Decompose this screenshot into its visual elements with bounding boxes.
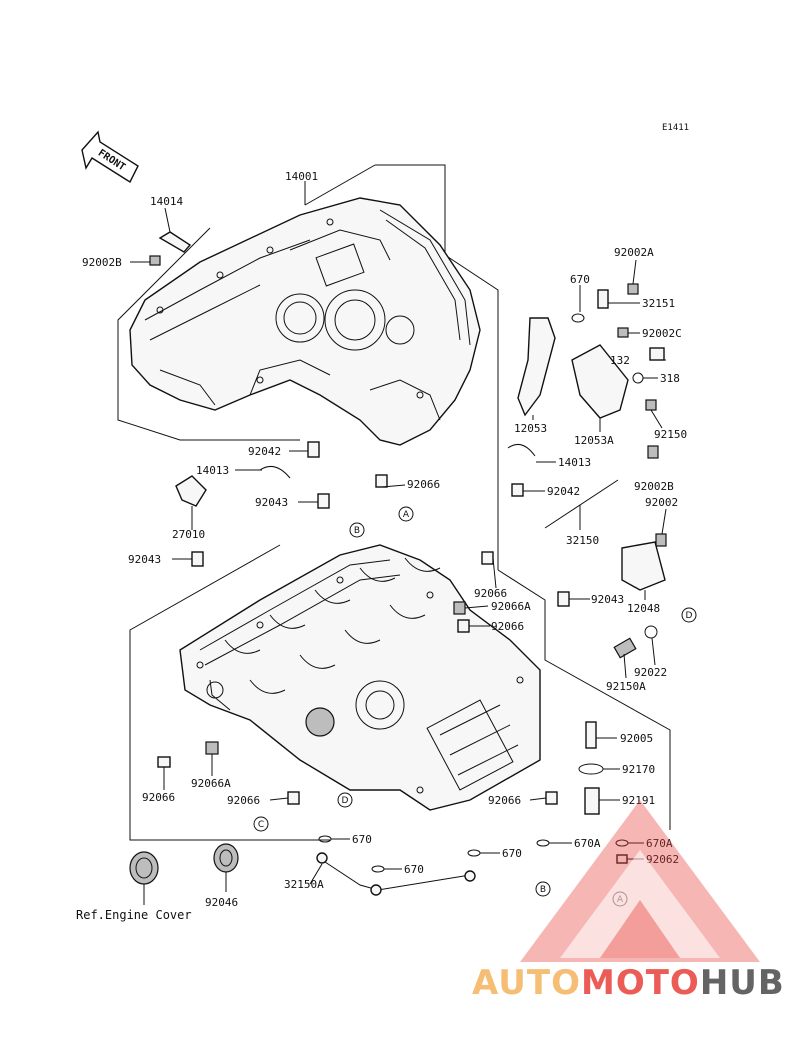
callout-a-upper: A (398, 506, 414, 522)
label-92150: 92150 (654, 428, 687, 441)
callout-d-right: D (681, 607, 697, 623)
diagram-code: E1411 (662, 123, 689, 133)
callout-c-left: C (253, 816, 269, 832)
label-92066-e: 92066 (227, 794, 260, 807)
lower-crankcase-frame (129, 544, 671, 841)
label-92005: 92005 (620, 732, 653, 745)
label-92002a: 92002A (614, 246, 654, 259)
front-arrow-icon: FRONT (81, 130, 139, 184)
label-92043-b: 92043 (128, 553, 161, 566)
label-92002c: 92002C (642, 327, 682, 340)
label-14001: 14001 (285, 170, 318, 183)
small-parts (129, 231, 667, 896)
label-32150a: 32150A (284, 878, 324, 891)
label-92066-a: 92066 (407, 478, 440, 491)
svg-text:AUTOMOTOHUB: AUTOMOTOHUB (472, 963, 785, 1003)
part-labels: 14001 14014 92002B 670 92002A 32151 9200… (76, 170, 687, 922)
label-14013-a: 14013 (196, 464, 229, 477)
svg-text:B: B (540, 885, 546, 895)
label-92062: 92062 (646, 853, 679, 866)
label-14014: 14014 (150, 195, 183, 208)
label-92046: 92046 (205, 896, 238, 909)
watermark-auto: AUTO (472, 963, 581, 1003)
label-92043-a: 92043 (255, 496, 288, 509)
watermark-logo-triangle (520, 800, 760, 962)
label-92066-d: 92066 (142, 791, 175, 804)
label-92066a-b: 92066A (191, 777, 231, 790)
automotohub-watermark: AUTOMOTOHUB (472, 800, 785, 1003)
leader-lines (130, 181, 667, 905)
label-670a-b: 670A (646, 837, 673, 850)
lower-crankcase (179, 544, 541, 811)
label-92170: 92170 (622, 763, 655, 776)
label-12053a: 12053A (574, 434, 614, 447)
label-27010: 27010 (172, 528, 205, 541)
label-92002b-top: 92002B (82, 256, 122, 269)
label-132: 132 (610, 354, 630, 367)
label-92002-right: 92002 (645, 496, 678, 509)
label-12048: 12048 (627, 602, 660, 615)
label-670a-a: 670A (574, 837, 601, 850)
svg-text:B: B (354, 526, 360, 536)
label-32150: 32150 (566, 534, 599, 547)
label-670-c: 670 (502, 847, 522, 860)
label-92066-c: 92066 (491, 620, 524, 633)
svg-text:A: A (403, 510, 410, 520)
label-318: 318 (660, 372, 680, 385)
label-92066-f: 92066 (488, 794, 521, 807)
label-92191: 92191 (622, 794, 655, 807)
label-92043-c: 92043 (591, 593, 624, 606)
label-92150a: 92150A (606, 680, 646, 693)
callout-b-upper: B (349, 522, 365, 538)
svg-text:D: D (686, 611, 693, 621)
svg-text:D: D (342, 796, 349, 806)
label-92022: 92022 (634, 666, 667, 679)
upper-crankcase (129, 197, 481, 446)
label-92066a-a: 92066A (491, 600, 531, 613)
label-670-a: 670 (352, 833, 372, 846)
label-92066-b: 92066 (474, 587, 507, 600)
label-14013-b: 14013 (558, 456, 591, 469)
watermark-moto: MOTO (581, 963, 700, 1003)
label-32151: 32151 (642, 297, 675, 310)
label-670-b: 670 (404, 863, 424, 876)
callout-d-left: D (337, 792, 353, 808)
callout-b-lower: B (535, 881, 551, 897)
label-670-top: 670 (570, 273, 590, 286)
label-92042-b: 92042 (547, 485, 580, 498)
ref-engine-cover-note: Ref.Engine Cover (76, 908, 192, 922)
label-92002b-right: 92002B (634, 480, 674, 493)
label-92042-a: 92042 (248, 445, 281, 458)
watermark-hub: HUB (700, 963, 785, 1003)
svg-text:C: C (258, 820, 264, 830)
label-12053: 12053 (514, 422, 547, 435)
